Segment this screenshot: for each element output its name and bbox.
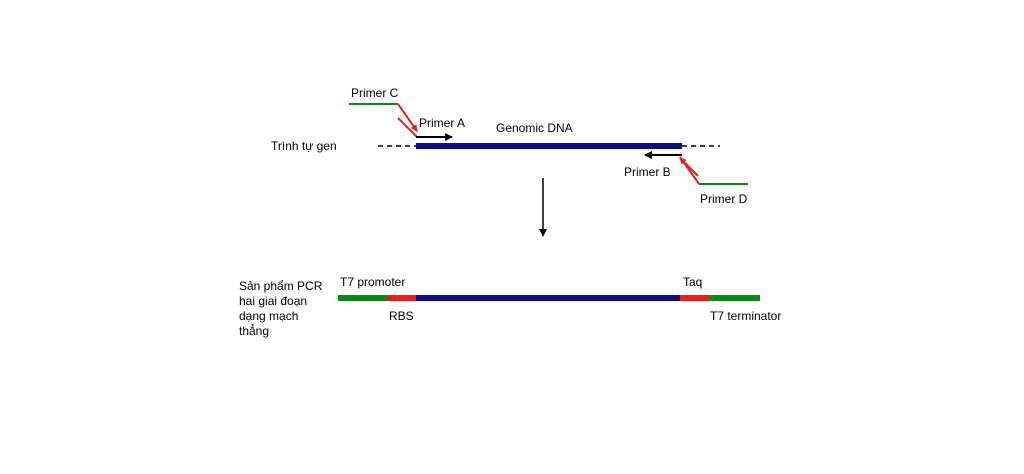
t7-terminator-label: T7 terminator [710, 309, 781, 323]
primer-a-label: Primer A [419, 116, 465, 130]
pcr-product-label-line-2: hai giai đoạn [239, 294, 307, 308]
product-dna-segment [416, 295, 680, 301]
gene-sequence-label: Trình tự gen [271, 139, 337, 153]
primer-d-link-2 [679, 157, 699, 177]
taq-red-segment [680, 295, 710, 301]
genomic-dna-bar [416, 143, 682, 149]
primer-d-label: Primer D [700, 192, 748, 206]
pcr-product-label-line-4: thẳng [239, 323, 269, 338]
primer-c-label: Primer C [351, 86, 399, 100]
primer-b-label: Primer B [624, 165, 671, 179]
primer-c-link-2 [397, 117, 418, 138]
genomic-dna-label: Genomic DNA [496, 121, 573, 135]
rbs-segment [388, 295, 416, 301]
t7-promoter-segment [338, 295, 388, 301]
pcr-product-label-line-1: Sản phẩm PCR [239, 279, 323, 293]
t7-promoter-label: T7 promoter [340, 275, 405, 289]
pcr-product-label-line-3: dạng mạch [239, 309, 298, 323]
t7-terminator-segment [710, 295, 760, 301]
primer-c-link-1 [397, 103, 418, 132]
rbs-label: RBS [389, 309, 414, 323]
taq-label: Taq [683, 275, 702, 289]
